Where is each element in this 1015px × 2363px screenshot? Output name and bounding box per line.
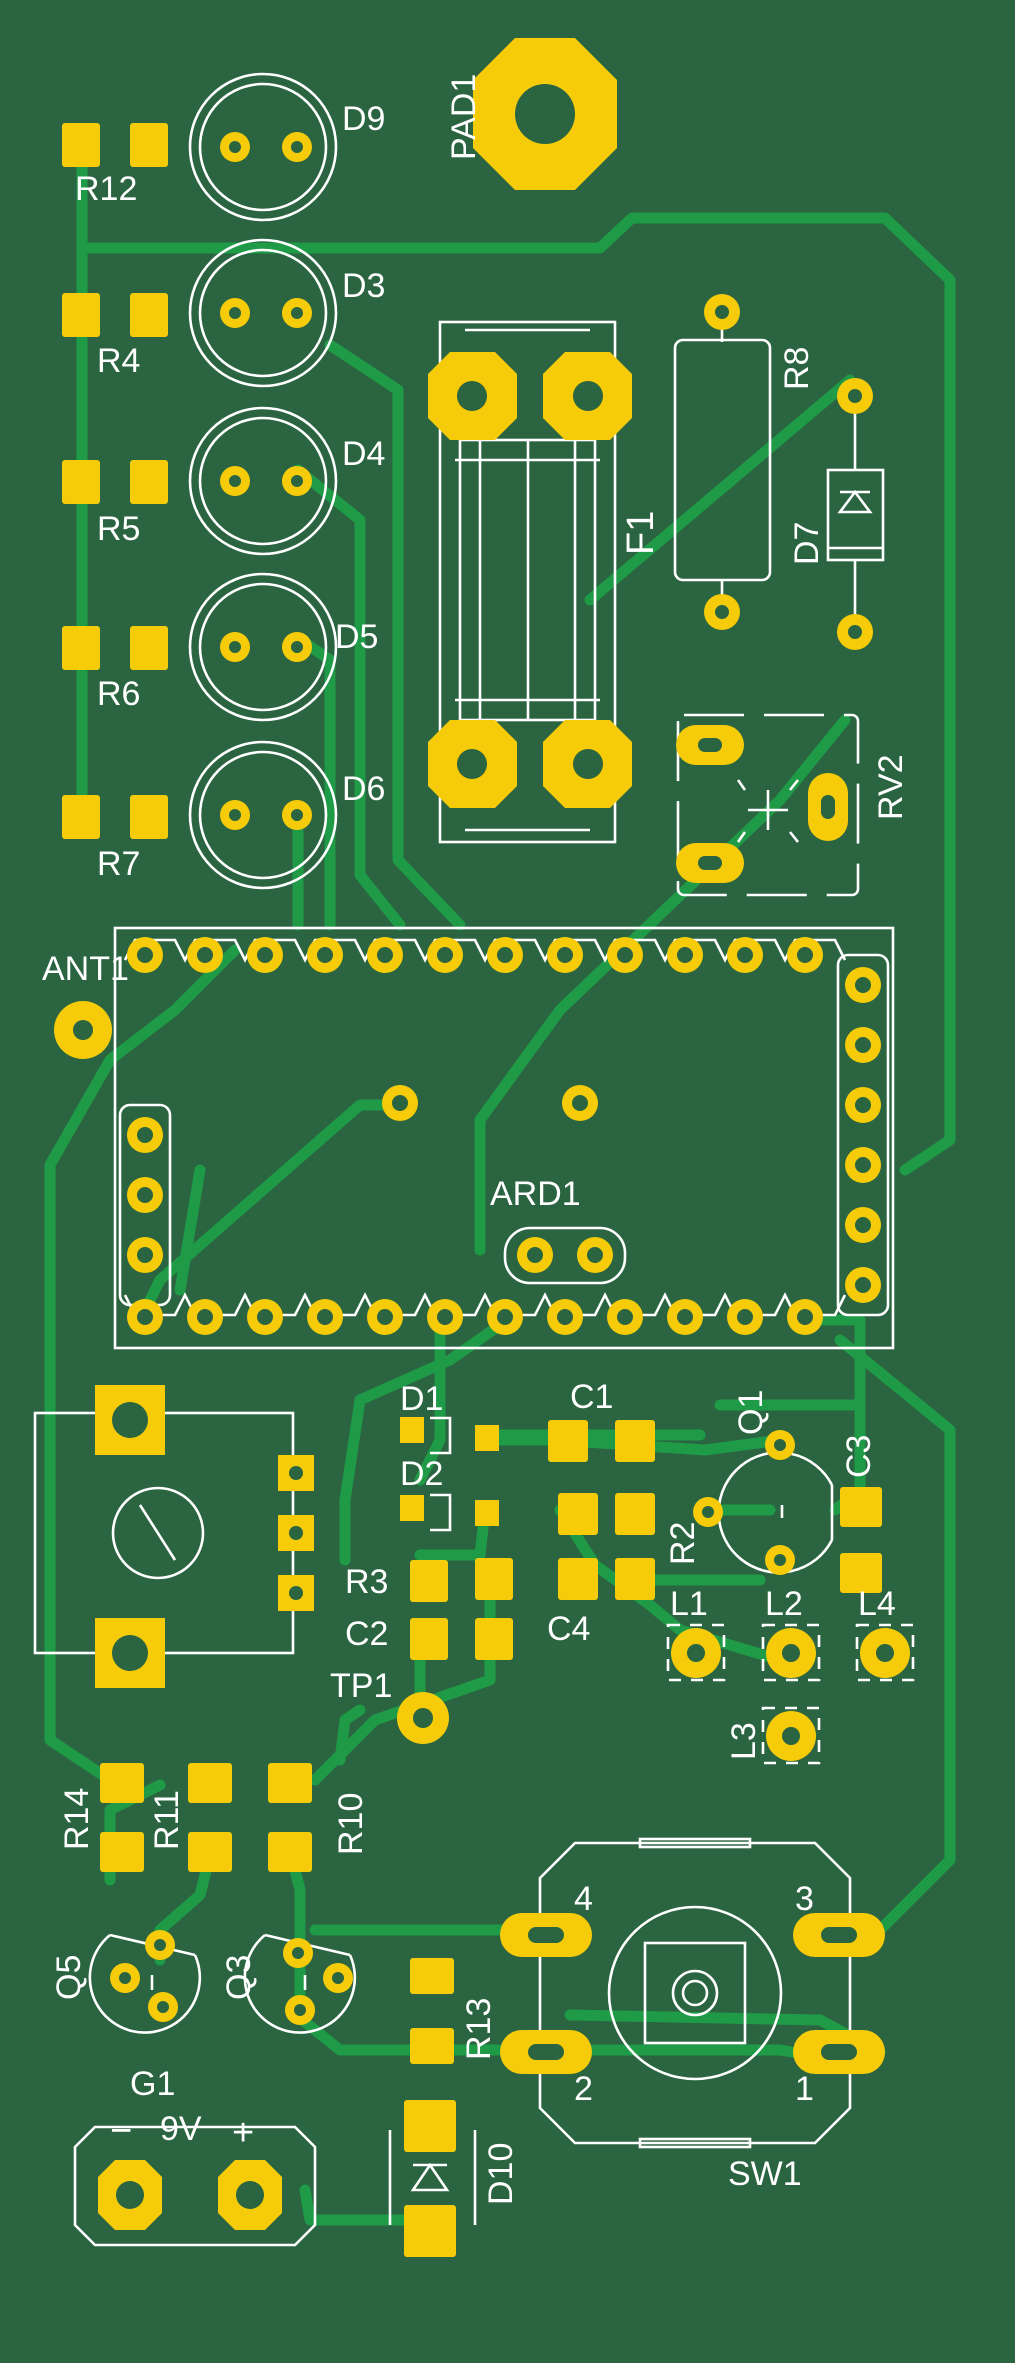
- label-R11: R11: [148, 1790, 186, 1850]
- fuse-F1: F1: [428, 320, 662, 844]
- label-D1: D1: [400, 1380, 443, 1418]
- label-R2: R2: [664, 1522, 702, 1565]
- diode-D10: D10: [388, 2100, 520, 2257]
- label-R8: R8: [778, 347, 816, 390]
- label-D9: D9: [342, 100, 385, 138]
- label-SW1-pin3: 3: [795, 1880, 814, 1918]
- label-D10: D10: [482, 2143, 520, 2205]
- label-SW1-pin4: 4: [574, 1880, 593, 1918]
- resistor-R8: R8: [673, 294, 816, 630]
- battery-G1: G1 − 9V +: [73, 2065, 317, 2247]
- label-SW1-pin2: 2: [574, 2070, 593, 2108]
- label-Q3: Q3: [220, 1955, 258, 2000]
- label-PAD1: PAD1: [445, 74, 483, 160]
- switch-SW1: 4 3 2 1 SW1: [500, 1837, 885, 2193]
- label-G1-plus: +: [232, 2112, 254, 2154]
- label-D7: D7: [788, 522, 826, 565]
- diode-D7: D7: [788, 378, 885, 650]
- label-SW1: SW1: [728, 2155, 802, 2193]
- transistor-Q5: Q5: [50, 1930, 202, 2034]
- label-Q5: Q5: [50, 1955, 88, 2000]
- led-D5: D5: [188, 572, 378, 722]
- label-C2: C2: [345, 1615, 388, 1653]
- label-L4: L4: [858, 1585, 896, 1623]
- label-G1-voltage: 9V: [160, 2110, 202, 2148]
- led-D6: D6: [188, 740, 385, 890]
- caps-resistors-middle: C1 R2 C4: [547, 1378, 702, 1648]
- label-D2: D2: [400, 1455, 443, 1493]
- label-D3: D3: [342, 267, 385, 305]
- header-top-row: [127, 937, 823, 973]
- label-G1: G1: [130, 2065, 175, 2103]
- label-L1: L1: [670, 1585, 708, 1623]
- label-R12: R12: [75, 170, 137, 208]
- resistor-column: R12 R4 R5 R6 R7: [62, 123, 168, 883]
- transistor-Q3: Q3: [220, 1933, 357, 2034]
- transistor-Q1: Q1: [693, 1390, 834, 1575]
- led-column: D9 D3 D4 D5 D6: [188, 72, 385, 890]
- led-D4: D4: [188, 406, 385, 556]
- inductors: L1 L2 L4 L3: [666, 1585, 915, 1765]
- label-Q1: Q1: [732, 1390, 770, 1435]
- header-bottom-row: [127, 1299, 823, 1335]
- R3-C2-TP1: R3 C2 TP1: [330, 1558, 513, 1744]
- trimmer-RV2: RV2: [676, 713, 910, 897]
- resistors-R14-R11-R10: R14 R11 R10: [58, 1763, 370, 1872]
- label-R4: R4: [97, 342, 140, 380]
- capacitor-C3: C3: [840, 1435, 882, 1593]
- label-ARD1: ARD1: [490, 1175, 581, 1213]
- label-G1-minus: −: [110, 2110, 132, 2152]
- header-right-col: [845, 967, 881, 1303]
- label-D6: D6: [342, 770, 385, 808]
- label-R13: R13: [460, 1998, 498, 2060]
- led-D9: D9: [188, 72, 385, 222]
- label-C3: C3: [840, 1435, 878, 1478]
- label-L3: L3: [725, 1722, 763, 1760]
- resistor-R13: R13: [410, 1958, 498, 2064]
- led-D3: D3: [188, 238, 385, 388]
- label-D4: D4: [342, 435, 385, 473]
- label-D5: D5: [335, 618, 378, 656]
- header-left-col: [127, 1117, 163, 1273]
- label-SW1-pin1: 1: [795, 2070, 814, 2108]
- label-C4: C4: [547, 1610, 590, 1648]
- label-C1: C1: [570, 1378, 613, 1416]
- label-R7: R7: [97, 845, 140, 883]
- label-R6: R6: [97, 675, 140, 713]
- label-R14: R14: [58, 1788, 96, 1850]
- label-R10: R10: [332, 1793, 370, 1855]
- label-TP1: TP1: [330, 1667, 392, 1705]
- label-R5: R5: [97, 510, 140, 548]
- potentiometer: [33, 1385, 314, 1688]
- label-F1: F1: [620, 511, 662, 555]
- label-L2: L2: [765, 1585, 803, 1623]
- diodes-D1-D2: D1 D2: [400, 1380, 499, 1532]
- pad-PAD1: PAD1: [445, 38, 617, 190]
- label-RV2: RV2: [872, 754, 910, 820]
- label-R3: R3: [345, 1563, 388, 1601]
- arduino-ARD1: ARD1: [113, 926, 895, 1350]
